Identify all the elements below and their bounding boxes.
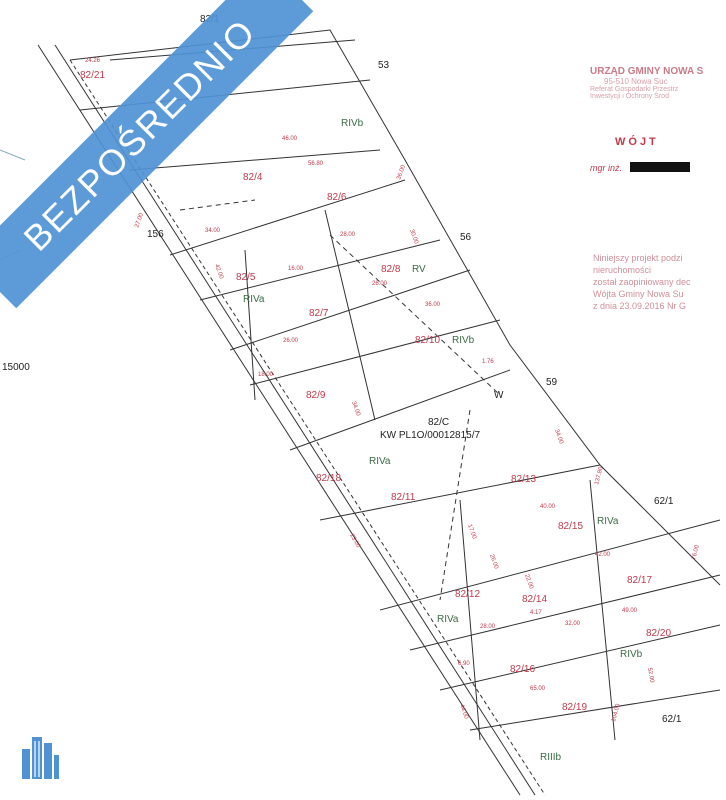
parcel-82-4: 82/4 — [243, 172, 263, 183]
soil-labels: RIVb RV RIVa RIVb RIVa RIVa RIVa RIVb RI… — [243, 118, 643, 763]
approval-line: Wójta Gminy Nowa Su — [593, 289, 684, 299]
dim: 46.00 — [282, 136, 298, 142]
dim: 40.00 — [540, 504, 556, 510]
dim: 4.17 — [530, 610, 542, 616]
approval-line: został zaopiniowany dec — [593, 277, 691, 287]
parcel-59: 59 — [546, 377, 558, 388]
parcel-156: 156 — [147, 229, 164, 240]
dim: 26.00 — [488, 554, 499, 571]
dim: 24.26 — [85, 58, 101, 64]
soil-riiib: RIIIb — [540, 752, 562, 763]
dim: 26.00 — [372, 281, 388, 287]
soil-rivb-mid: RIVb — [452, 335, 475, 346]
dim: 56.80 — [308, 161, 324, 167]
soil-riva-left: RIVa — [243, 294, 265, 305]
parcel-82-13: 82/13 — [511, 474, 536, 485]
official-stamp: WÓJT — [615, 136, 659, 148]
dim: 49.00 — [622, 608, 638, 614]
parcel-82-20: 82/20 — [646, 628, 671, 639]
soil-riva-low: RIVa — [437, 614, 459, 625]
office-line: Inwestycji i Ochrony Środ — [590, 93, 669, 100]
parcel-82-7: 82/7 — [309, 308, 329, 319]
land-register-number: KW PL1O/00012815/7 — [380, 430, 481, 441]
soil-rivb-low: RIVb — [620, 649, 643, 660]
parcel-labels: 82/1 82/21 53 82/4 82/6 56 156 82/5 82/8… — [2, 14, 682, 725]
dim: 18.00 — [258, 372, 274, 378]
office-title: URZĄD GMINY NOWA S — [590, 66, 704, 77]
parcel-82-5: 82/5 — [236, 272, 256, 283]
parcel-82-15: 82/15 — [558, 521, 583, 532]
soil-riva-mid: RIVa — [369, 456, 391, 467]
dim: 30.00 — [408, 229, 419, 246]
map-scale-number: 15000 — [2, 362, 30, 373]
dim: 28.00 — [340, 232, 356, 238]
building-logo-icon — [20, 733, 60, 779]
parcel-82-19: 82/19 — [562, 702, 587, 713]
dim: 34.00 — [553, 429, 564, 446]
parcel-56: 56 — [460, 232, 472, 243]
official-name-row: mgr inż. — [590, 158, 691, 176]
parcel-82-11: 82/11 — [391, 492, 416, 503]
dim: 104.00 — [611, 703, 622, 723]
office-line: 95-510 Nowa Suc — [604, 77, 668, 86]
dim: 6.90 — [458, 661, 470, 667]
approval-stamp: Niniejszy projekt podzi nieruchomości zo… — [593, 252, 726, 312]
parcel-82-10: 82/10 — [415, 335, 440, 346]
dim: 32.00 — [565, 621, 581, 627]
dim: 26.00 — [283, 338, 299, 344]
dim: 16.00 — [288, 266, 304, 272]
parcel-82-21: 82/21 — [80, 70, 105, 81]
soil-rv: RV — [412, 264, 426, 275]
official-name: mgr inż. — [590, 163, 623, 173]
office-stamp: URZĄD GMINY NOWA S 95-510 Nowa Suc Refer… — [590, 66, 726, 100]
parcel-82-14: 82/14 — [522, 594, 547, 605]
dim: 17.00 — [466, 524, 477, 541]
office-line: Referat Gospodarki Przestrz — [590, 86, 679, 93]
parcel-82-c: 82/C — [428, 417, 449, 428]
dim: 36.00 — [396, 164, 407, 181]
soil-rivb-top: RIVb — [341, 118, 364, 129]
dim: 52.00 — [646, 667, 655, 683]
parcel-82-8: 82/8 — [381, 264, 401, 275]
dim: 42.00 — [213, 264, 224, 281]
soil-riva-right: RIVa — [597, 516, 619, 527]
dim: 76.00 — [691, 544, 701, 561]
dim: 44.00 — [458, 704, 469, 721]
approval-line: Niniejszy projekt podzi — [593, 253, 683, 263]
dimension-labels: 24.26 27.00 34.00 56.80 46.00 42.00 26.0… — [85, 58, 701, 723]
parcel-82-6: 82/6 — [327, 192, 347, 203]
parcel-82-18: 82/18 — [316, 473, 341, 484]
dim: 137.80 — [594, 466, 605, 486]
dim: 65.00 — [530, 686, 546, 692]
parcel-82-17: 82/17 — [627, 575, 652, 586]
dim: 27.00 — [134, 212, 145, 229]
dim: 34.00 — [350, 401, 361, 418]
parcel-82-16: 82/16 — [510, 664, 535, 675]
official-title: WÓJT — [615, 136, 659, 148]
parcel-62-1-bottom: 62/1 — [662, 714, 682, 725]
dim: 28.00 — [480, 624, 496, 630]
parcel-62-1-right: 62/1 — [654, 496, 674, 507]
redaction-bar — [630, 161, 691, 172]
dim: 42.00 — [595, 552, 611, 558]
parcel-82-12: 82/12 — [455, 589, 480, 600]
parcel-82-9: 82/9 — [306, 390, 326, 401]
dim: 36.00 — [425, 302, 441, 308]
dim: 34.00 — [205, 228, 221, 234]
dim: 1.76 — [482, 359, 494, 365]
dim: 22.00 — [523, 574, 534, 591]
direction-w: W — [494, 390, 504, 401]
approval-line: z dnia 23.09.2016 Nr G — [593, 301, 687, 311]
dim: 23.00 — [348, 533, 361, 550]
approval-line: nieruchomości — [593, 265, 652, 275]
parcel-53: 53 — [378, 60, 390, 71]
